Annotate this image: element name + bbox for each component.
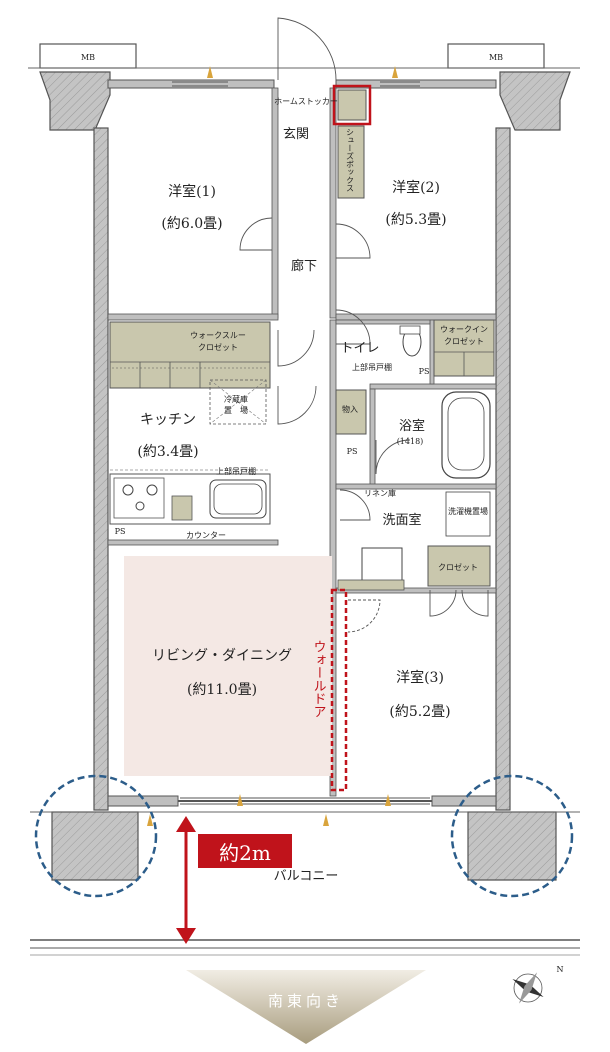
bath-size: (1418) bbox=[397, 437, 424, 446]
ps-label-toilet: PS bbox=[419, 367, 430, 376]
home-stocker-highlight bbox=[332, 84, 372, 126]
western1-name: 洋室(1) bbox=[168, 183, 216, 200]
storage-in-label: 物入 bbox=[342, 404, 358, 414]
walk-in-closet-label-2: クロゼット bbox=[444, 336, 484, 346]
walk-through-closet-label-2: クロゼット bbox=[198, 342, 238, 352]
vent-markers bbox=[147, 66, 398, 826]
fridge-label-1: 冷蔵庫 bbox=[224, 394, 248, 404]
wash-basin bbox=[361, 547, 403, 585]
western3-name: 洋室(3) bbox=[396, 669, 444, 686]
closet-label: クロゼット bbox=[438, 562, 478, 572]
toilet-upper-cabinet-label: 上部吊戸棚 bbox=[352, 362, 392, 372]
mb-box-right bbox=[447, 43, 545, 69]
living-name: リビング・ダイニング bbox=[152, 648, 292, 664]
western3-closet bbox=[427, 545, 491, 587]
bathtub bbox=[441, 391, 491, 479]
western2-size: (約5.3畳) bbox=[385, 212, 446, 228]
kitchen-size: (約3.4畳) bbox=[137, 444, 198, 460]
fixtures bbox=[109, 84, 495, 591]
balcony-highlight-right bbox=[450, 774, 574, 898]
ps-label-kitchen: PS bbox=[115, 527, 126, 536]
home-stocker-label: ホームストッカー bbox=[274, 97, 338, 106]
counter-label: カウンター bbox=[186, 531, 226, 540]
home-stocker bbox=[337, 89, 367, 121]
living-size: (約11.0畳) bbox=[187, 682, 257, 698]
western3-size: (約5.2畳) bbox=[389, 704, 450, 720]
fridge-space bbox=[209, 379, 267, 425]
wall-door-label: ウォールドア bbox=[311, 640, 326, 718]
bath-name: 浴室 bbox=[399, 418, 425, 434]
walk-through-closet-label-1: ウォークスルー bbox=[190, 331, 246, 340]
wall-door-highlight bbox=[330, 588, 348, 792]
kitchen-sink bbox=[209, 479, 267, 519]
depth-badge bbox=[198, 834, 292, 868]
corridor-label: 廊下 bbox=[291, 258, 317, 274]
shoes-box bbox=[337, 125, 365, 199]
storage-in bbox=[335, 389, 367, 435]
mb-label-left: MB bbox=[81, 53, 95, 62]
orientation-arrow bbox=[186, 970, 426, 1044]
labels: MB MB ホームストッカー 玄関 シューズボックス 洋室(1) (約6.0畳)… bbox=[81, 53, 564, 1010]
washroom-label: 洗面室 bbox=[382, 512, 421, 528]
balcony-label: バルコニー bbox=[274, 869, 339, 884]
western2-name: 洋室(2) bbox=[392, 179, 440, 196]
walk-in-closet-label-1: ウォークイン bbox=[440, 325, 488, 334]
doors bbox=[239, 17, 489, 633]
washer-space bbox=[445, 491, 491, 537]
western1-size: (約6.0畳) bbox=[161, 216, 222, 232]
kitchen-name: キッチン bbox=[140, 412, 196, 428]
mb-box-left bbox=[39, 43, 137, 69]
structure-walls bbox=[28, 43, 580, 956]
ps-label-bath: PS bbox=[347, 447, 358, 456]
living-dining-area bbox=[124, 556, 332, 776]
depth-label: 約2m bbox=[219, 841, 271, 865]
kitchen-upper-cabinet-label: 上部吊戸棚 bbox=[216, 466, 256, 476]
compass-icon bbox=[512, 972, 544, 1004]
stove bbox=[113, 477, 165, 519]
orientation-label: 南東向き bbox=[268, 992, 344, 1010]
mb-label-right: MB bbox=[489, 53, 503, 62]
fridge-label-2: 置 場 bbox=[224, 405, 248, 415]
compass-north-label: N bbox=[557, 965, 564, 974]
linen-label: リネン庫 bbox=[364, 488, 396, 498]
toilet-label: トイレ bbox=[340, 341, 379, 356]
shoes-box-label: シューズボックス bbox=[346, 128, 355, 192]
walk-through-closet bbox=[109, 321, 271, 389]
washer-space-label: 洗濯機置場 bbox=[448, 506, 488, 516]
depth-arrow bbox=[176, 816, 196, 944]
balcony-highlight-left bbox=[34, 774, 158, 898]
entrance-label: 玄関 bbox=[283, 127, 309, 142]
